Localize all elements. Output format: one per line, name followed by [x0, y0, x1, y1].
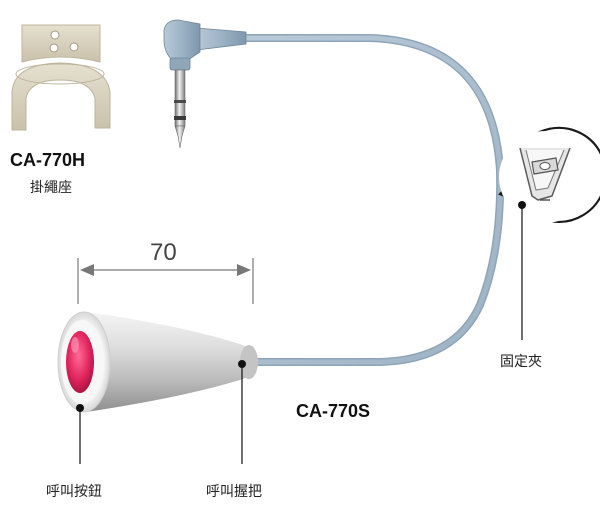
holder-model-label: CA-770H: [10, 150, 85, 170]
dimension-value: 70: [150, 239, 177, 266]
cable: [236, 34, 505, 366]
holder-hole-icon: [69, 42, 79, 52]
cable-model-label: CA-770S: [296, 401, 370, 421]
clip-detail-bubble: [498, 126, 600, 223]
grip-callout-dot: [238, 360, 246, 368]
holder-illustration: [11, 24, 111, 131]
call-handle: [57, 311, 258, 413]
clip-icon: [519, 147, 571, 201]
holder-caption: 掛繩座: [30, 180, 72, 196]
holder-hole-icon: [49, 43, 59, 53]
button-callout-dot: [76, 404, 84, 412]
call-button-icon: [66, 331, 94, 393]
button-caption: 呼叫按鈕: [46, 484, 102, 500]
dimension-indicator: [77, 258, 254, 304]
clip-caption: 固定夾: [500, 354, 542, 370]
grip-caption: 呼叫握把: [206, 484, 262, 500]
holder-hole-icon: [50, 30, 60, 40]
clip-attach-dot: [518, 201, 526, 209]
right-angle-plug: [163, 19, 247, 149]
